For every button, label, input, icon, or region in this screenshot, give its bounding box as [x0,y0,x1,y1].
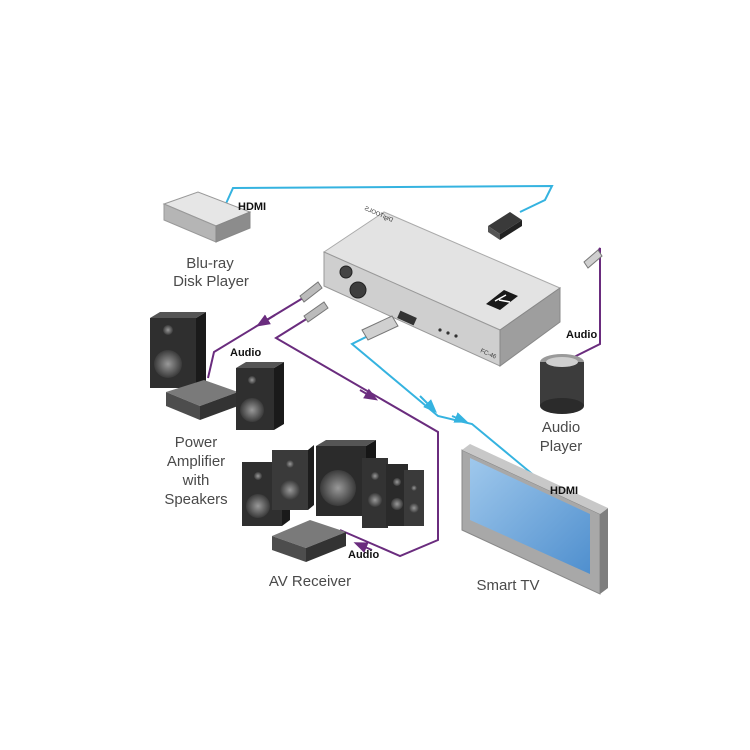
audio-jack-1 [339,265,353,279]
bluray-player [162,191,252,243]
led-3 [454,334,458,338]
led-2 [446,331,450,335]
audio-player [540,354,584,414]
audio-plug-right [583,249,603,269]
hdmi-cable-output [350,329,561,498]
audio-label-input: Audio [566,329,597,341]
audio-cable-input [567,247,601,361]
hdmi-port-out [397,310,417,326]
speaker-left [150,312,206,388]
power-amp-label-line3: with [182,472,210,489]
power-amplifier-speakers [150,312,284,430]
audio-plug-connector [299,281,329,323]
bluray-label-line2: Disk Player [173,273,249,290]
kramer-k-logo [486,290,518,310]
center-speaker-stack [362,458,424,528]
power-amp-label-line2: Amplifier [167,453,225,470]
audio-cable-av [274,317,439,558]
bluray-label-line1: Blu-ray [186,255,234,272]
hdmi-label-input: HDMI [238,201,266,213]
audio-label-amp: Audio [230,347,261,359]
audio-label-av: Audio [348,549,379,561]
power-amp-label-line4: Speakers [164,491,227,508]
amplifier-unit [166,380,238,420]
led-1 [438,328,442,332]
av-receiver-label: AV Receiver [269,573,351,590]
smart-tv [461,444,608,595]
audio-jack-2 [349,281,367,299]
av-receiver-unit [272,520,346,562]
hdmi-connector-top [488,212,522,240]
smart-tv-label: Smart TV [476,577,539,594]
speaker-left-rear [272,445,314,510]
hdmi-label-output: HDMI [550,485,578,497]
hdmi-plug-connector [361,315,399,341]
hdmi-cable-input [223,184,554,213]
audio-player-label-line1: Audio [542,419,580,436]
audio-player-label-line2: Player [540,438,583,455]
power-amp-label-line1: Power [175,434,218,451]
av-receiver-system [242,440,424,562]
converter-device [322,211,562,367]
speaker-right [236,362,284,430]
